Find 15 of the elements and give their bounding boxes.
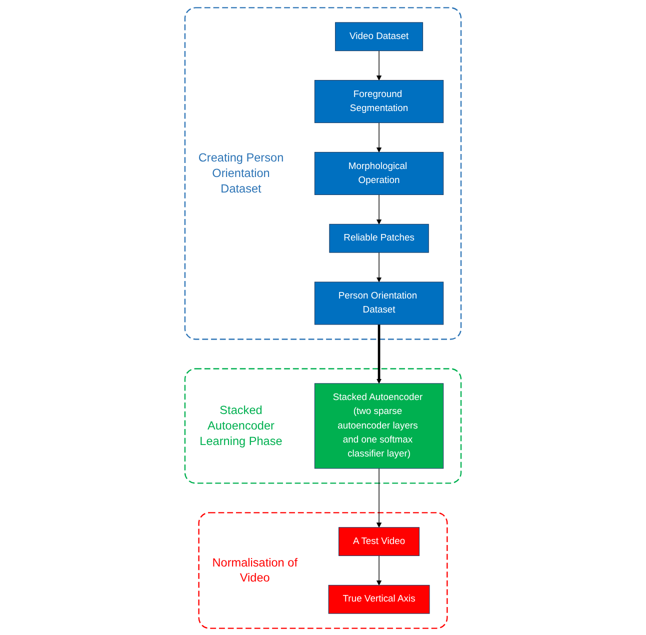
node-box: Person Orientation Dataset (314, 281, 444, 324)
arrow (376, 194, 382, 224)
node-box: Stacked Autoencoder (two sparse autoencoder layers and one softmax classifier layer) (314, 382, 444, 468)
arrow (376, 50, 382, 80)
arrow (376, 324, 382, 384)
arrow (376, 468, 382, 528)
node-box: Reliable Patches (329, 223, 429, 252)
arrow (376, 122, 382, 152)
node-box: Morphological Operation (314, 151, 444, 194)
arrow (376, 252, 382, 282)
node-box: Video Dataset (335, 22, 424, 51)
arrow (376, 554, 382, 585)
node-box: Foreground Segmentation (314, 79, 444, 123)
node-box: A Test Video (338, 526, 420, 556)
node-box: True Vertical Axis (328, 584, 430, 614)
